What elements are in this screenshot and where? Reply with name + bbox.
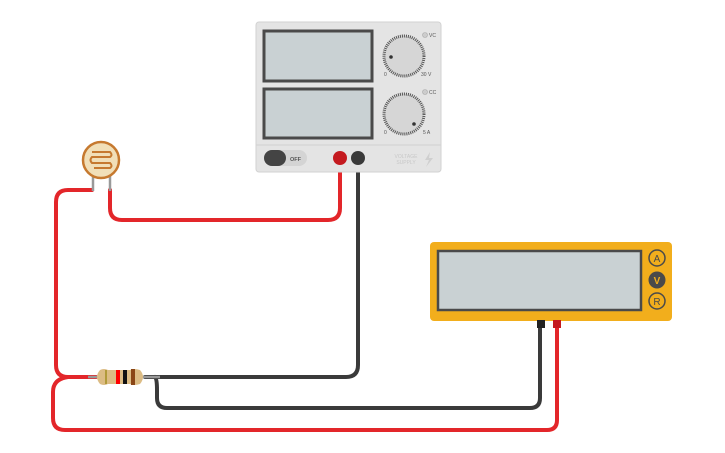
voltage-min-label: 0 — [384, 72, 387, 78]
power-switch[interactable]: OFF — [264, 150, 307, 166]
voltage-knob[interactable] — [382, 34, 426, 78]
multimeter[interactable]: A V R — [430, 242, 672, 328]
switch-label: OFF — [290, 157, 302, 163]
wire-red-supply-to-ldr[interactable] — [108, 158, 342, 222]
voltage-display — [262, 29, 374, 83]
resistor[interactable] — [88, 369, 160, 385]
brand-line2: SUPPLY — [396, 160, 416, 166]
wire-red-ldr-to-junction[interactable] — [54, 188, 98, 379]
current-display — [262, 87, 374, 140]
cc-indicator-led — [422, 89, 428, 95]
positive-terminal[interactable] — [333, 151, 347, 165]
negative-terminal[interactable] — [351, 151, 365, 165]
wire-red-junction-to-multimeter[interactable] — [51, 323, 559, 432]
wire-black-resistor-to-multimeter[interactable] — [153, 323, 542, 410]
mode-label-v: V — [654, 276, 661, 287]
vc-indicator-led — [422, 32, 428, 38]
mode-label-a: A — [654, 254, 661, 265]
voltage-max-label: 30 V — [421, 72, 432, 78]
cc-label: CC — [429, 90, 437, 96]
lightning-icon — [425, 152, 433, 167]
mode-button-a[interactable]: A — [648, 249, 666, 267]
mode-button-v[interactable]: V — [648, 271, 666, 289]
current-knob[interactable] — [382, 92, 426, 136]
wire-black-supply-to-resistor[interactable] — [143, 158, 360, 379]
mode-label-r: R — [653, 297, 660, 308]
vc-label: VC — [429, 33, 436, 39]
current-min-label: 0 — [384, 130, 387, 136]
current-max-label: 5 A — [423, 130, 431, 136]
power-supply[interactable]: VC CC 0 30 V 0 5 A OFF VOLTAGE SUPPLY — [255, 21, 442, 173]
brand-line1: VOLTAGE — [395, 154, 419, 160]
multimeter-display — [436, 249, 643, 312]
mode-button-r[interactable]: R — [648, 292, 666, 310]
photoresistor[interactable] — [81, 140, 121, 191]
